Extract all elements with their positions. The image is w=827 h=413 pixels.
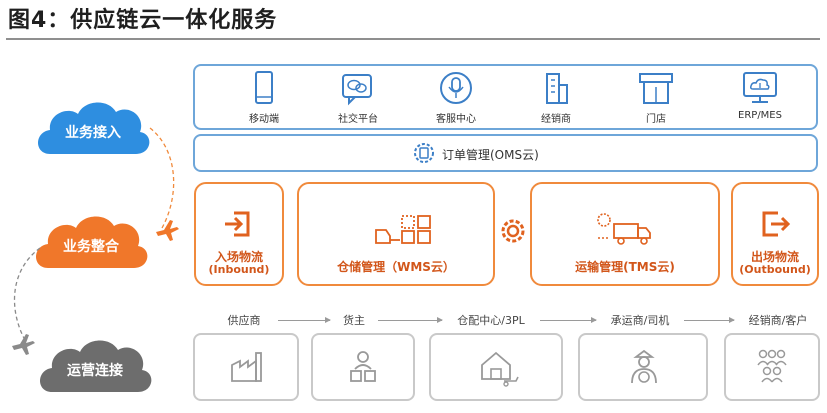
channel-store: 门店 [608, 70, 704, 125]
cloud-label-access: 业务接入 [65, 125, 121, 141]
building-icon [546, 73, 568, 104]
title-divider [6, 38, 820, 40]
inbound-subtitle: (Inbound) [208, 263, 270, 276]
flow-arrow [540, 317, 597, 323]
channel-label: 门店 [646, 114, 666, 125]
channel-mobile: 移动端 [216, 70, 312, 125]
store-icon [639, 73, 673, 104]
airplane-icon [12, 334, 35, 355]
channel-label: ERP/MES [738, 110, 782, 121]
channel-erp-mes: ERP/MES [712, 70, 808, 121]
connector-arcs [13, 127, 175, 343]
cloud-shape-gray [40, 340, 152, 392]
tms-box [530, 182, 720, 286]
airplane-icon [156, 220, 179, 241]
cloud-monitor-icon [743, 72, 777, 103]
channel-label: 经销商 [541, 114, 571, 125]
stage-label-supplier: 供应商 [227, 314, 261, 327]
flow-arrow [378, 317, 443, 323]
login-arrow-icon [225, 211, 250, 237]
stage-box-warehouse [429, 333, 563, 401]
channels-panel [193, 64, 818, 130]
inbound-title: 入场物流 [214, 250, 263, 264]
stage-box-customer [724, 333, 820, 401]
phone-icon [255, 71, 273, 104]
warehouse-icon [481, 351, 519, 387]
channel-label: 客服中心 [436, 114, 476, 125]
flow-arrow [278, 317, 331, 323]
microphone-icon [440, 72, 472, 104]
driver-icon [631, 349, 657, 384]
inbound-logistics-box [194, 182, 284, 286]
channel-label: 移动端 [249, 114, 279, 125]
tms-title: 运输管理(TMS云) [575, 260, 675, 274]
stage-label-warehouse: 仓配中心/3PL [457, 314, 525, 327]
channel-social: 社交平台 [310, 70, 406, 125]
oms-bar [193, 134, 818, 172]
cloud-business-integration: 业务整合 [28, 206, 154, 278]
oms-label: 订单管理(OMS云) [442, 148, 539, 162]
channel-label: 社交平台 [338, 114, 378, 125]
stage-label-customer: 经销商/客户 [748, 314, 808, 327]
cloud-label-operations: 运营连接 [67, 363, 123, 379]
people-group-icon [757, 349, 787, 383]
cloud-shape-orange [36, 216, 148, 268]
stage-label-carrier: 承运商/司机 [610, 314, 670, 327]
logout-arrow-icon [762, 211, 791, 237]
flow-arrow [684, 317, 735, 323]
cloud-operations-connection: 运营连接 [32, 330, 158, 402]
wms-box [297, 182, 495, 286]
warehouse-forklift-icon [375, 215, 431, 244]
chat-icon [342, 74, 372, 106]
stage-label-owner: 货主 [343, 314, 365, 327]
stage-box-owner [311, 333, 415, 401]
stage-box-supplier [193, 333, 299, 401]
channel-service-center: 客服中心 [408, 70, 504, 125]
channel-dealer: 经销商 [508, 70, 604, 125]
cloud-shape-blue [38, 102, 150, 154]
outbound-subtitle: (Outbound) [739, 263, 811, 276]
cloud-business-access: 业务接入 [30, 92, 156, 164]
page-title: 图4：供应链云一体化服务 [8, 8, 278, 33]
outbound-title: 出场物流 [750, 250, 799, 264]
truck-icon [597, 213, 651, 245]
gear-icon [501, 219, 525, 243]
factory-icon [231, 352, 262, 382]
person-boxes-icon [350, 351, 376, 382]
order-gear-icon [414, 143, 434, 163]
wms-title: 仓储管理（WMS云） [337, 260, 455, 274]
cloud-label-integration: 业务整合 [63, 239, 119, 255]
